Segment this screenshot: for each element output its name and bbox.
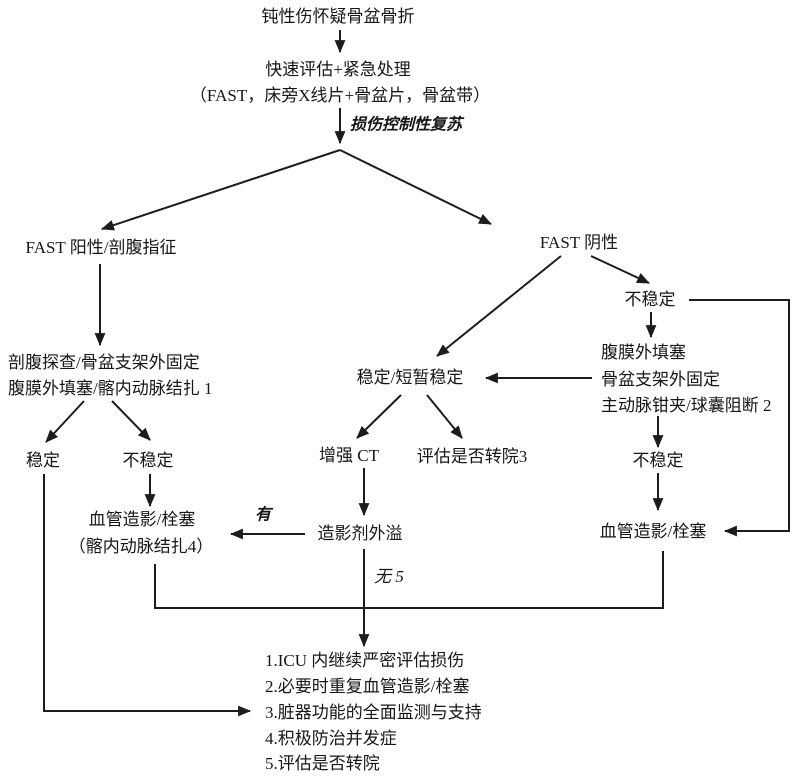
node-angio-left-line1: 血管造影/栓塞 (88, 509, 196, 529)
node-unstable-left: 不稳定 (122, 450, 174, 470)
edge-stable-transient-to-ct (356, 394, 402, 439)
node-angio-right: 血管造影/栓塞 (599, 521, 707, 541)
node-laparotomy-line1: 剖腹探查/骨盆支架外固定 (8, 352, 200, 372)
edge-angio-collector (154, 551, 664, 609)
node-packing-line1: 腹膜外填塞 (601, 342, 686, 362)
outcome-item-2: 2.必要时重复血管造影/栓塞 (265, 676, 470, 696)
edge-laparotomy-to-stable (45, 400, 85, 443)
node-contrast-extravasation: 造影剂外溢 (317, 523, 403, 543)
node-packing-line3: 主动脉钳夹/球囊阻断 2 (601, 395, 772, 415)
outcome-item-3: 3.脏器功能的全面监测与支持 (265, 702, 482, 722)
outcome-item-4: 4.积极防治并发症 (265, 728, 397, 748)
edge-branch-to-fast-negative (339, 149, 492, 225)
node-packing-line2: 骨盆支架外固定 (601, 369, 720, 389)
edge-label-present: 有 (254, 506, 272, 524)
edge-fast-negative-to-unstable (590, 255, 650, 284)
node-laparotomy-line2: 腹膜外填塞/髂内动脉结扎 1 (8, 378, 213, 398)
node-start: 钝性伤怀疑骨盆骨折 (261, 6, 415, 26)
edge-label-damage-control-resuscitation: 损伤控制性复苏 (350, 116, 463, 134)
edge-fast-negative-to-stable-transient (436, 255, 562, 357)
node-stable-left: 稳定 (26, 450, 60, 470)
outcome-item-5: 5.评估是否转院 (265, 753, 380, 773)
node-rapid-assessment-line2: （FAST，床旁X线片+骨盆片，骨盆带） (189, 85, 491, 105)
node-fast-negative: FAST 阴性 (539, 232, 619, 252)
node-rapid-assessment-line1: 快速评估+紧急处理 (265, 59, 411, 79)
edge-label-absent: 无 5 (374, 566, 404, 586)
node-stable-transient: 稳定/短暂稳定 (356, 367, 464, 387)
node-enhanced-ct: 增强 CT (319, 445, 379, 465)
edge-stable-left-to-outcomes (43, 474, 252, 717)
edge-laparotomy-to-unstable (111, 400, 151, 441)
node-angio-left-line2: （髂内动脉结扎4） (68, 536, 214, 556)
node-assess-transfer: 评估是否转院3 (416, 446, 528, 466)
node-unstable-right-top: 不稳定 (624, 289, 676, 309)
node-unstable-right-bottom: 不稳定 (632, 450, 684, 470)
edge-branch-to-fast-positive (100, 149, 341, 231)
node-fast-positive: FAST 阳性/剖腹指征 (25, 237, 177, 257)
outcome-item-1: 1.ICU 内继续严密评估损伤 (265, 650, 465, 670)
edge-stable-transient-to-transfer (426, 394, 463, 439)
edge-unstable-feedback-to-angio-right (689, 299, 790, 537)
